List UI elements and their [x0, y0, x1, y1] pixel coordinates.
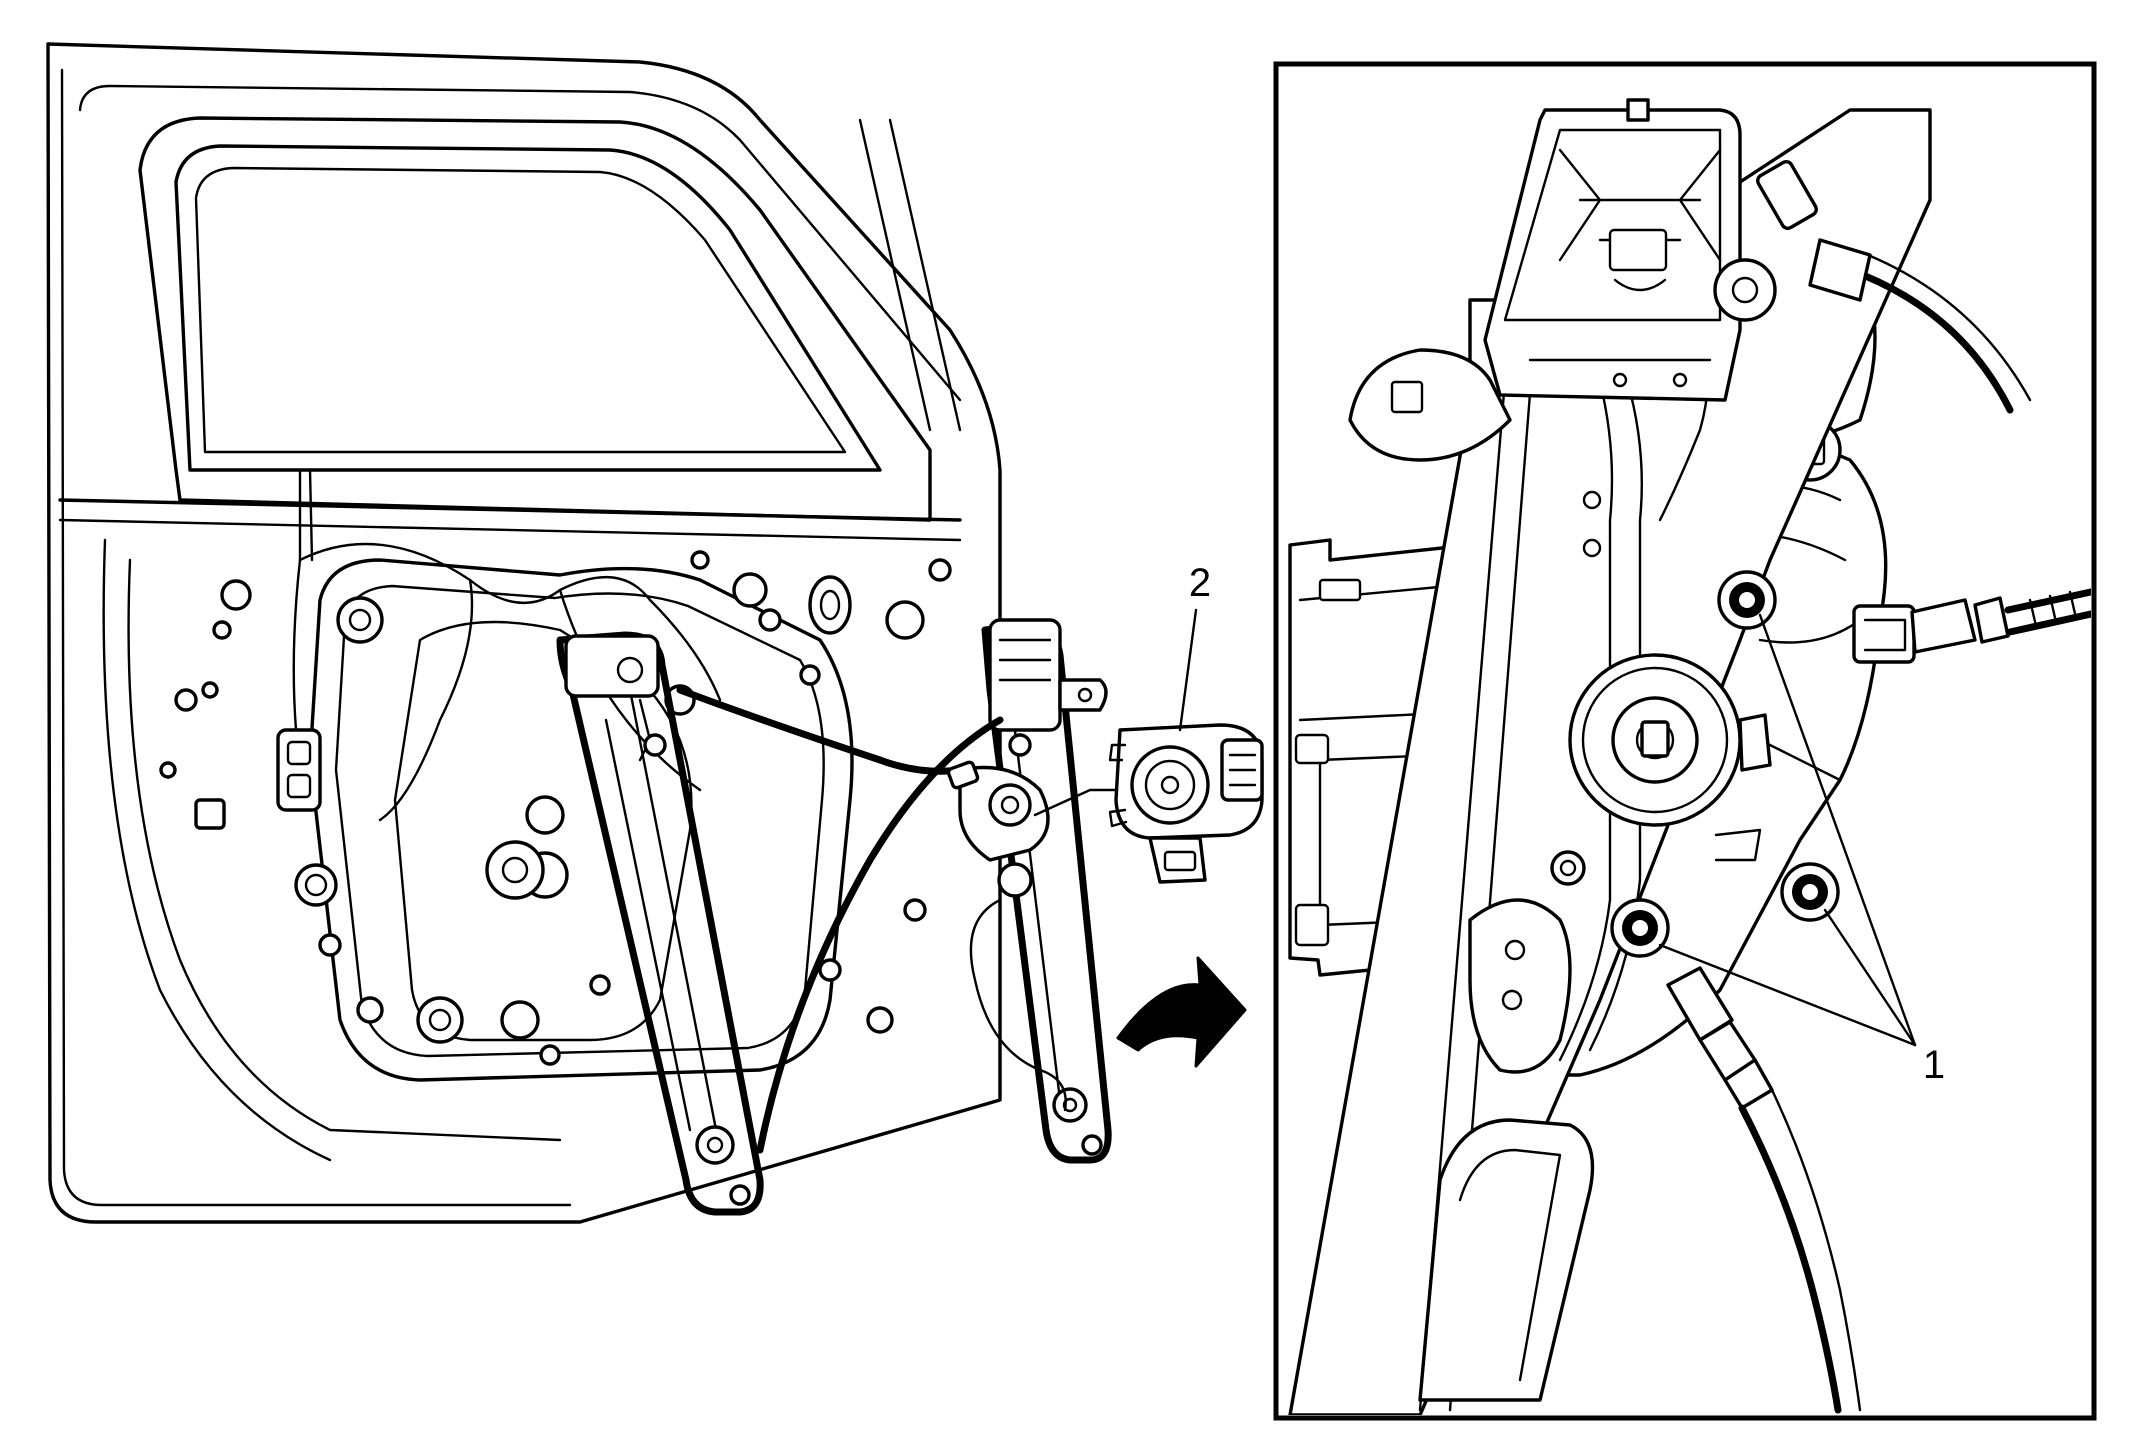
fastener-right — [1780, 862, 1840, 922]
fastener-callout: 1 — [1923, 1043, 1945, 1087]
fastener-upper — [1717, 570, 1777, 630]
motor-callout: 2 — [1189, 561, 1211, 605]
motor-leader-line — [1178, 608, 1198, 732]
door-shell — [46, 42, 1002, 1224]
window-regulator — [556, 618, 1117, 1216]
fastener-lower — [1610, 898, 1670, 958]
curved-arrow-icon — [1116, 956, 1247, 1068]
fastener-leader-lines — [1658, 613, 1917, 1047]
window-motor — [1108, 723, 1264, 884]
detail-inset — [1288, 98, 2091, 1415]
